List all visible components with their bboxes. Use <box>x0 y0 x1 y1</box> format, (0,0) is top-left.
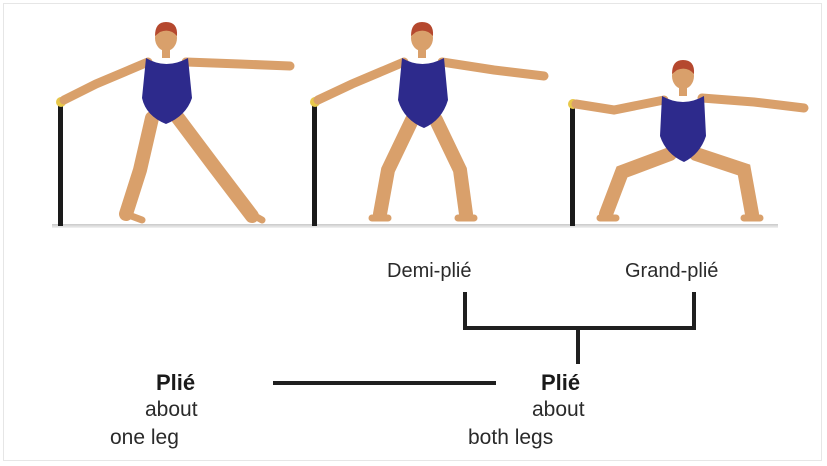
plie-one-leg-line1: about <box>145 398 198 422</box>
grand-plie-label: Grand-plié <box>625 260 718 283</box>
dancer-figure-grand-plie <box>568 60 804 226</box>
plie-one-leg-line2: one leg <box>110 426 179 450</box>
plie-both-legs-title: Plié <box>541 370 580 396</box>
plie-one-leg-title: Plié <box>156 370 195 396</box>
bracket-connector <box>465 294 694 362</box>
barre-icon <box>310 97 320 226</box>
barre-icon <box>56 97 66 226</box>
barre-icon <box>568 99 578 226</box>
floor-line <box>52 224 778 228</box>
demi-plie-label: Demi-plié <box>387 260 471 283</box>
plie-both-legs-line1: about <box>532 398 585 422</box>
dancer-figure-one-leg <box>56 22 290 226</box>
plie-both-legs-line2: both legs <box>468 426 553 450</box>
dancer-figure-demi-plie <box>310 22 544 226</box>
